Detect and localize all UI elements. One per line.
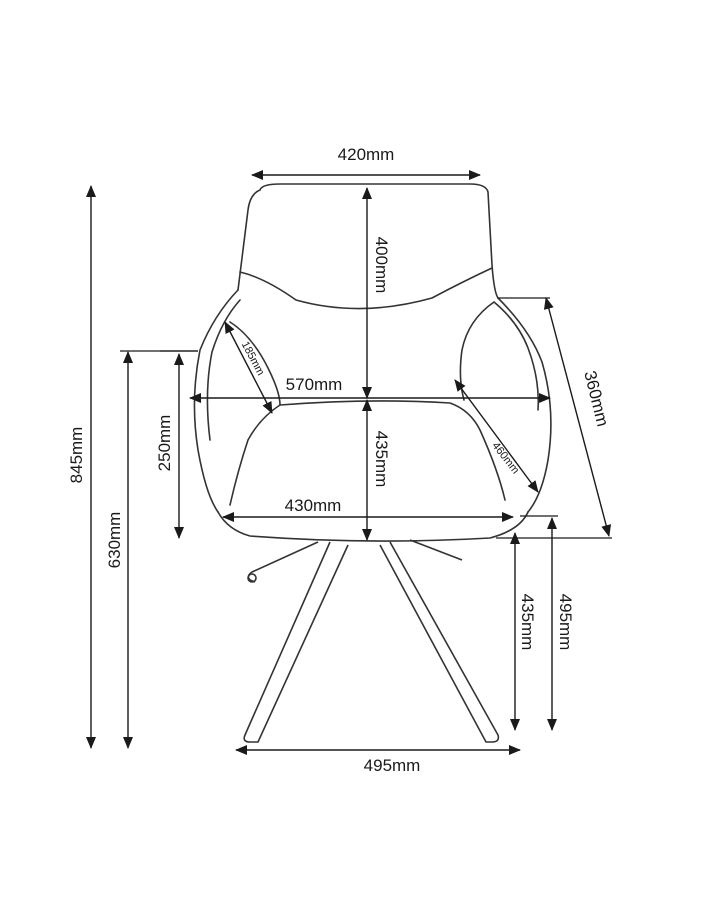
label-seat-depth: 435mm	[372, 431, 391, 488]
dimension-lines	[86, 170, 612, 755]
label-backrest-width: 420mm	[338, 145, 395, 164]
label-leg-height: 435mm	[518, 594, 537, 651]
label-base-width: 495mm	[364, 756, 421, 775]
label-arm-diagonal: 360mm	[580, 369, 612, 429]
label-inner-diagonal: 460mm	[489, 440, 521, 476]
label-armrest-height: 250mm	[155, 415, 174, 472]
label-seat-floor-height: 495mm	[556, 594, 575, 651]
label-total-height: 845mm	[67, 427, 86, 484]
label-seat-width: 430mm	[285, 496, 342, 515]
label-backrest-height: 400mm	[372, 237, 391, 294]
backrest-outline	[237, 183, 499, 299]
dimension-labels: 420mm 400mm 185mm 570mm 845mm 630mm 250m…	[67, 145, 612, 775]
legs	[243, 539, 500, 743]
backrest-seam	[239, 267, 493, 310]
label-overall-width: 570mm	[286, 375, 343, 394]
label-seat-height: 630mm	[105, 512, 124, 569]
